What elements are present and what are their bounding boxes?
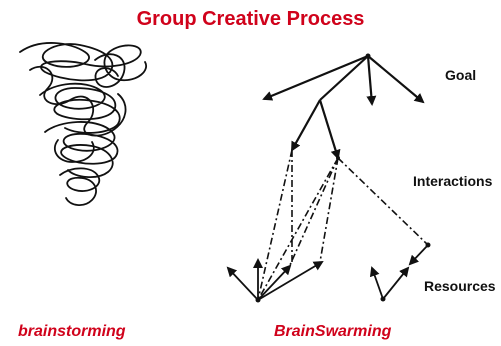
branch-node [336, 156, 340, 160]
resource-arrows [226, 244, 429, 301]
goal-tree [262, 54, 425, 160]
resource-node-left [255, 297, 261, 303]
caption-brainswarming: BrainSwarming [274, 323, 392, 340]
level-label-interactions: Interactions [413, 173, 493, 189]
brainstorming-scribble [19, 42, 147, 206]
interaction-node [425, 242, 431, 248]
resource-node-right [380, 296, 386, 302]
slide-title: Group Creative Process [136, 8, 365, 30]
level-label-resources: Resources [424, 278, 496, 294]
level-label-goal: Goal [445, 67, 477, 83]
caption-brainstorming: brainstorming [18, 323, 126, 340]
goal-node [365, 53, 371, 59]
interaction-links [257, 149, 429, 301]
